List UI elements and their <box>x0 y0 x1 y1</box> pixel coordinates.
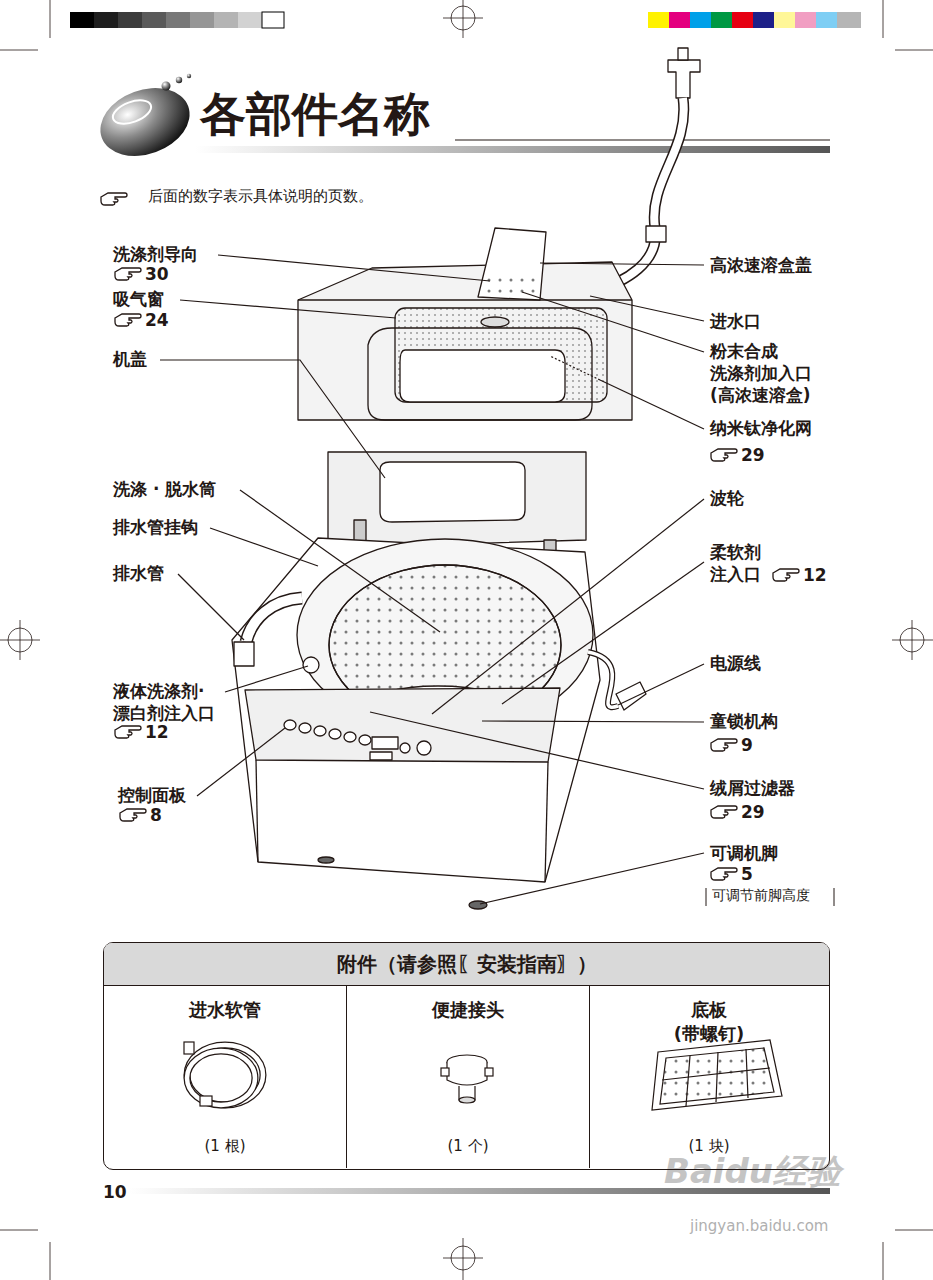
part-name: 排水管 <box>113 562 164 584</box>
part-name: 洗涤剂导向 <box>113 243 198 265</box>
part-name: 控制面板 <box>118 784 186 806</box>
accessory-name: 底板 (带螺钉) <box>590 998 828 1046</box>
part-name: 高浓速溶盒盖 <box>710 254 812 276</box>
accessory-cell: 进水软管 (1 根) <box>104 986 346 1168</box>
accessory-count: (1 根) <box>104 1136 346 1156</box>
accessory-count: (1 个) <box>347 1136 589 1156</box>
part-name: 电源线 <box>710 652 761 674</box>
leader-lines <box>160 255 704 904</box>
accessory-cell: 便捷接头 (1 个) <box>346 986 589 1168</box>
gray-bar <box>70 12 284 28</box>
title-bar <box>195 146 830 153</box>
part-name: 吸气窗 <box>113 288 164 310</box>
part-name: 纳米钛净化网 <box>710 417 812 439</box>
accessory-name: 便捷接头 <box>347 998 589 1022</box>
watermark: Baidu经验 <box>664 1150 841 1192</box>
accessory-pictures <box>184 1040 782 1110</box>
callout-number: 29 <box>741 801 765 823</box>
callout-number: 5 <box>741 863 753 885</box>
callout-number: 12 <box>803 564 827 586</box>
part-name: 粉末合成 洗涤剂加入口 (高浓速溶盒) <box>710 340 880 406</box>
part-name: 洗涤 · 脱水筒 <box>113 478 216 500</box>
page-title: 各部件名称 <box>200 86 430 142</box>
part-name: 可调机脚 <box>710 842 778 864</box>
watermark: jingyan.baidu.com <box>690 1216 828 1236</box>
callout-number: 12 <box>145 721 169 743</box>
washing-machine <box>232 48 700 909</box>
page-ref-icons <box>101 193 799 880</box>
part-name: 柔软剂 注入口 <box>710 541 880 585</box>
title-icon <box>91 74 199 168</box>
callout-number: 9 <box>741 734 753 756</box>
callout-number: 8 <box>150 804 162 826</box>
part-name: 液体洗涤剂· 漂白剂注入口 <box>113 680 283 724</box>
accessory-name: 进水软管 <box>104 998 346 1022</box>
accessory-cell: 底板 (带螺钉) (1 块) <box>589 986 828 1168</box>
note: 后面的数字表示具体说明的页数。 <box>148 186 373 206</box>
callout-number: 30 <box>145 263 169 285</box>
callout-number: 24 <box>145 309 169 331</box>
part-name: 童锁机构 <box>710 710 778 732</box>
panel-heading: 附件（请参照〖安装指南〗） <box>104 943 829 986</box>
page-number: 10 <box>103 1181 127 1203</box>
accessory-count: (1 块) <box>590 1136 828 1156</box>
part-name: 波轮 <box>710 487 744 509</box>
part-name: 机盖 <box>113 348 147 370</box>
note: 可调节前脚高度 <box>712 886 810 905</box>
callout-number: 29 <box>741 444 765 466</box>
part-name: 排水管挂钩 <box>113 516 198 538</box>
part-name: 进水口 <box>710 310 761 332</box>
color-bar <box>648 12 861 28</box>
part-name: 绒屑过滤器 <box>710 777 795 799</box>
title-rule <box>455 139 830 140</box>
accessory-panel: 附件（请参照〖安装指南〗） 进水软管 (1 根) 便捷接头 (1 个) 底板 (带螺钉) (… <box>103 942 830 1170</box>
